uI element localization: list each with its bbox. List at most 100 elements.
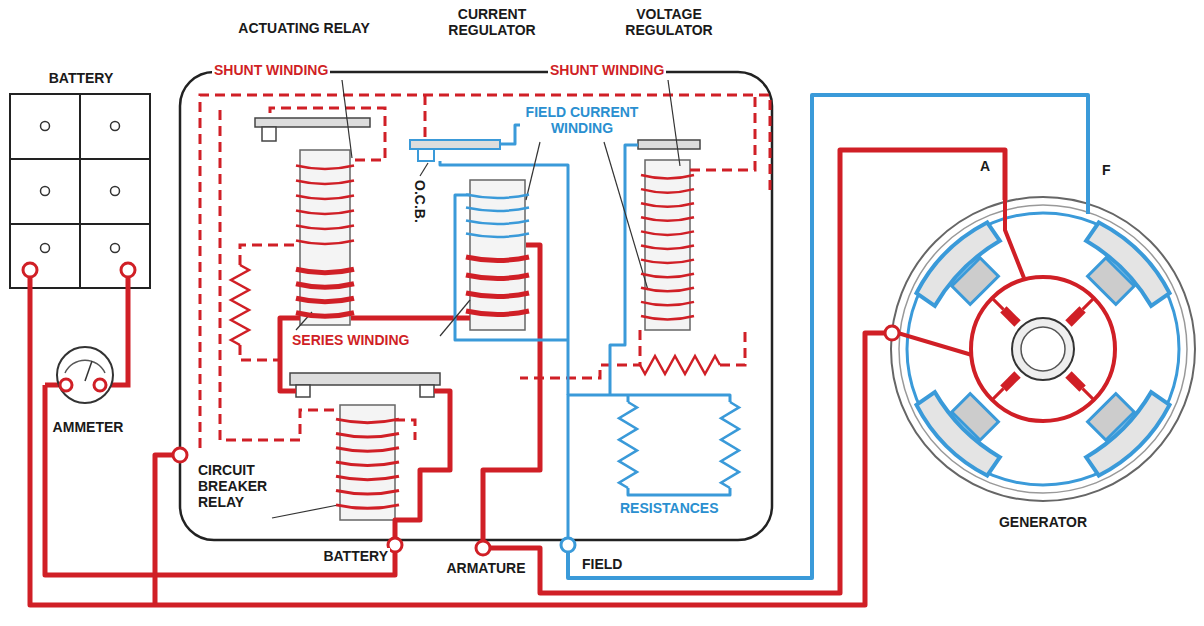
field-wire bbox=[610, 145, 638, 395]
coil-winding bbox=[336, 491, 399, 495]
field-wires bbox=[440, 125, 730, 538]
cable-connector bbox=[30, 290, 884, 605]
coil-winding bbox=[336, 476, 399, 480]
current-contact bbox=[418, 149, 434, 161]
part-label: O.C.B. bbox=[412, 178, 428, 225]
coil-winding bbox=[466, 293, 529, 297]
coil-winding bbox=[296, 196, 354, 200]
terminal bbox=[476, 541, 490, 555]
generator-shape bbox=[884, 190, 1202, 508]
coil-winding bbox=[336, 505, 399, 509]
coil-winding bbox=[641, 260, 694, 264]
coil-winding bbox=[336, 433, 399, 437]
coil-winding bbox=[641, 246, 694, 250]
shunt-wire bbox=[690, 95, 755, 170]
ammeter-gauge-shape bbox=[40, 345, 136, 407]
ammeter-gauge: AMMETER bbox=[40, 345, 136, 435]
shunt-wire bbox=[720, 330, 745, 365]
coil-winding bbox=[296, 181, 354, 185]
shunt-wire bbox=[240, 245, 298, 265]
node-label: BATTERY bbox=[8, 70, 154, 86]
leader-line bbox=[272, 505, 338, 518]
coil-winding bbox=[296, 284, 354, 288]
coil-winding bbox=[466, 257, 529, 261]
leader-line bbox=[604, 142, 648, 290]
coil-winding bbox=[336, 419, 399, 423]
series-wire bbox=[483, 245, 540, 541]
relay-contact bbox=[262, 127, 276, 141]
coil-winding bbox=[296, 298, 354, 302]
terminal-label: FIELD bbox=[580, 556, 624, 572]
part-label: CIRCUIT BREAKER RELAY bbox=[196, 462, 280, 510]
part-title: VOLTAGE REGULATOR bbox=[612, 6, 726, 38]
resistor-symbol bbox=[640, 356, 720, 374]
coil-winding bbox=[641, 302, 694, 306]
part-title: ACTUATING RELAY bbox=[222, 20, 386, 36]
winding-label: FIELD CURRENT WINDING bbox=[520, 104, 644, 136]
coil-winding bbox=[641, 217, 694, 221]
coil-winding bbox=[641, 288, 694, 292]
coils bbox=[231, 166, 739, 509]
field-wire bbox=[455, 195, 568, 340]
field-wire bbox=[627, 395, 630, 402]
shunt-wire bbox=[424, 95, 427, 138]
resistor-symbol bbox=[721, 402, 739, 488]
field-wire bbox=[440, 161, 568, 395]
coil-winding bbox=[466, 221, 529, 225]
battery-box-shape bbox=[8, 68, 154, 290]
terminal-label: A bbox=[978, 158, 992, 174]
ground-cable bbox=[155, 455, 173, 605]
field-wire bbox=[628, 488, 730, 495]
series-wire bbox=[395, 391, 450, 538]
coil-winding bbox=[296, 241, 354, 245]
current-core bbox=[470, 180, 525, 330]
relay-armature bbox=[255, 118, 370, 127]
coil-winding bbox=[296, 269, 354, 273]
node-label: GENERATOR bbox=[884, 514, 1202, 530]
breaker-contact bbox=[420, 385, 434, 397]
shunt-wire bbox=[270, 108, 385, 160]
coil-winding bbox=[466, 234, 529, 238]
terminal bbox=[173, 448, 187, 462]
node-label: AMMETER bbox=[40, 419, 136, 435]
terminal-label: ARMATURE bbox=[436, 560, 536, 576]
coil-winding bbox=[641, 316, 694, 320]
breaker-contact bbox=[296, 385, 310, 397]
winding-label: SHUNT WINDING bbox=[212, 62, 330, 78]
terminal-label: F bbox=[1100, 162, 1113, 178]
coil-winding bbox=[466, 311, 529, 315]
terminal bbox=[388, 538, 402, 552]
series-wire bbox=[351, 316, 470, 321]
winding-label: SERIES WINDING bbox=[290, 332, 411, 348]
coil-winding bbox=[466, 275, 529, 279]
leader-line bbox=[342, 80, 352, 158]
battery-cable bbox=[45, 385, 395, 575]
battery-box: BATTERY bbox=[8, 68, 154, 290]
coil-winding bbox=[296, 166, 354, 170]
coil-winding bbox=[336, 448, 399, 452]
leader-line bbox=[440, 300, 470, 336]
resistor-symbol bbox=[619, 402, 637, 488]
coil-winding bbox=[296, 313, 354, 317]
leader-line bbox=[668, 80, 680, 166]
coil-winding bbox=[296, 211, 354, 215]
coil-winding bbox=[641, 274, 694, 278]
coil-winding bbox=[466, 208, 529, 212]
resistor-symbol bbox=[231, 265, 249, 345]
leader-line bbox=[420, 163, 428, 176]
leader-line bbox=[526, 142, 540, 200]
leader-lines bbox=[272, 80, 680, 518]
terminal-label: BATTERY bbox=[300, 548, 390, 564]
winding-label: SHUNT WINDING bbox=[548, 62, 666, 78]
voltage-armature bbox=[638, 140, 700, 149]
coil-winding bbox=[641, 189, 694, 193]
regulator-housing bbox=[180, 72, 772, 540]
coil-winding bbox=[641, 203, 694, 207]
shunt-wire bbox=[240, 345, 282, 360]
breaker-armature bbox=[290, 373, 440, 385]
part-label: RESISTANCES bbox=[618, 500, 721, 516]
shunt-wire bbox=[395, 420, 415, 440]
terminal bbox=[561, 538, 575, 552]
coil-winding bbox=[296, 226, 354, 230]
series-wires bbox=[280, 245, 540, 541]
